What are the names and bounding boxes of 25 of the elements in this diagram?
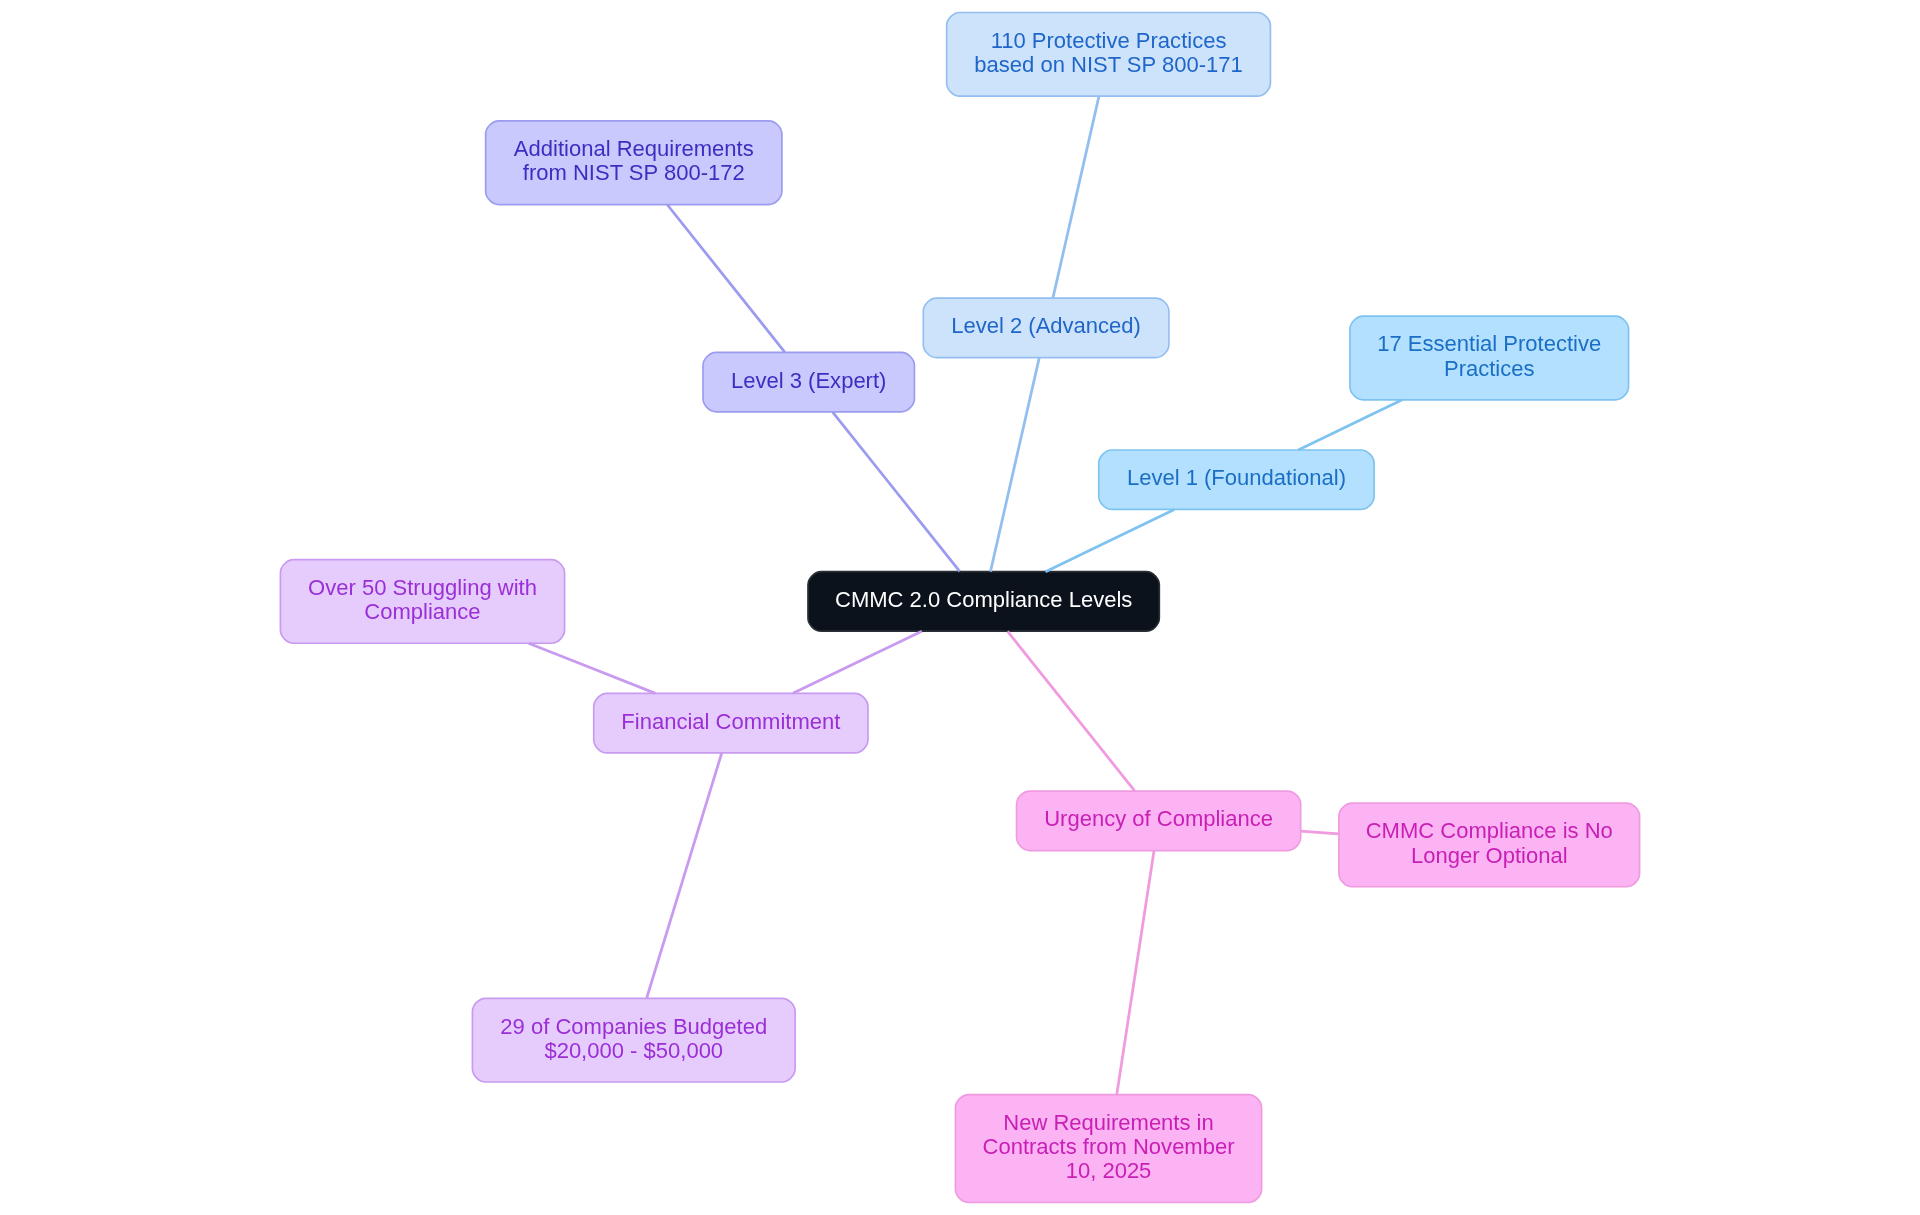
connector bbox=[1006, 630, 1136, 792]
node-box: New Requirements in Contracts from November 10, 2025 bbox=[954, 1093, 1263, 1204]
node-box: Financial Commitment bbox=[592, 692, 869, 754]
connector bbox=[1051, 96, 1101, 299]
connector bbox=[528, 642, 656, 695]
node-box: Level 3 (Expert) bbox=[702, 351, 916, 413]
connector bbox=[792, 630, 923, 695]
node-box: Urgency of Compliance bbox=[1015, 790, 1302, 852]
node-box: CMMC 2.0 Compliance Levels bbox=[807, 570, 1161, 632]
node-box: CMMC Compliance is No Longer Optional bbox=[1338, 802, 1641, 888]
node-box: Over 50 Struggling with Compliance bbox=[279, 558, 566, 645]
connector bbox=[1044, 508, 1175, 573]
connector bbox=[645, 752, 724, 999]
node-box: Additional Requirements from NIST SP 800-172 bbox=[484, 120, 783, 206]
connector bbox=[666, 203, 786, 353]
connector bbox=[1300, 829, 1339, 836]
node-box: 17 Essential Protective Practices bbox=[1349, 315, 1630, 401]
connector bbox=[989, 357, 1041, 572]
connector bbox=[1297, 398, 1403, 452]
node-box: 110 Protective Practices based on NIST SP 800-171 bbox=[945, 11, 1272, 98]
connector bbox=[1115, 850, 1156, 1095]
node-box: Level 1 (Foundational) bbox=[1097, 449, 1375, 511]
connector bbox=[831, 411, 961, 573]
node-box: 29 of Companies Budgeted $20,000 - $50,000 bbox=[471, 997, 796, 1083]
node-box: Level 2 (Advanced) bbox=[922, 297, 1170, 359]
